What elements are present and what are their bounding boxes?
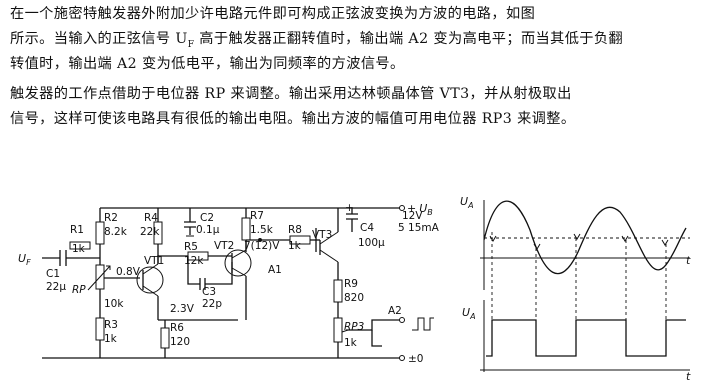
label-r2-value: 8.2k bbox=[104, 226, 128, 238]
label-r9: R9 bbox=[344, 278, 358, 290]
label-voltage-0-8: 0.8V bbox=[116, 266, 141, 278]
r1-resistor bbox=[69, 241, 91, 250]
label-rp3-value: 1k bbox=[344, 337, 358, 349]
label-c1: C1 bbox=[46, 268, 60, 280]
paragraph-2: 触发器的工作点借助于电位器 RP 来调整。输出采用达林顿晶体管 VT3，并从射极… bbox=[10, 82, 718, 132]
vt1-transistor bbox=[136, 266, 164, 294]
label-voltage-2-3: 2.3V bbox=[170, 303, 195, 315]
label-r8-value: 1k bbox=[288, 240, 302, 252]
circuit-diagram: R1 1k R2 8.2k C1 22μ RP 10k R3 1k UF 0.8… bbox=[18, 202, 440, 365]
label-r3-value: 1k bbox=[104, 333, 118, 345]
label-c1-value: 22μ bbox=[46, 281, 66, 293]
vt2-transistor bbox=[224, 249, 252, 277]
label-bottom-ua: UA bbox=[462, 306, 476, 321]
label-r6-value: 120 bbox=[170, 336, 190, 348]
label-supply-current: 5 15mA bbox=[398, 222, 440, 234]
paragraph-1: 在一个施密特触发器外附加少许电路元件即可构成正弦波变换为方波的电路，如图 所示。… bbox=[10, 2, 718, 77]
rp3-potentiometer bbox=[333, 317, 343, 343]
label-r1-value: 1k bbox=[72, 243, 86, 255]
label-c4-plus: + bbox=[345, 202, 354, 214]
r6-resistor bbox=[160, 327, 170, 349]
paragraph-1-line-1: 在一个施密特触发器外附加少许电路元件即可构成正弦波变换为方波的电路，如图 bbox=[10, 6, 536, 22]
paragraph-1-line-2: 所示。当输入的正弦信号 UF 高于触发器正翻转值时，输出端 A2 变为高电平；而… bbox=[10, 27, 718, 52]
label-r9-value: 820 bbox=[344, 292, 364, 304]
r9-resistor bbox=[333, 279, 343, 303]
line2-rest: 高于触发器正翻转值时，输出端 A2 变为高电平；而当其低于负翻 bbox=[194, 31, 624, 47]
square-wave bbox=[486, 319, 686, 357]
r7-resistor bbox=[241, 217, 251, 241]
label-r2: R2 bbox=[104, 212, 118, 224]
paragraph-1-line-3: 转值时，输出端 A2 变为低电平，输出为同频率的方波信号。 bbox=[10, 56, 405, 72]
uf-subscript: F bbox=[187, 39, 195, 50]
label-r4: R4 bbox=[144, 212, 158, 224]
output-terminal-a2 bbox=[399, 317, 405, 323]
label-r5-value: 12k bbox=[184, 255, 204, 267]
label-supply-voltage: 12V bbox=[402, 210, 423, 222]
label-vt2: VT2 bbox=[214, 240, 234, 252]
label-c3: C3 bbox=[202, 286, 216, 298]
label-vt3: VT3 bbox=[312, 229, 332, 241]
label-r8: R8 bbox=[288, 224, 302, 236]
label-a1: A1 bbox=[268, 264, 282, 276]
paragraph-2-line-2: 信号，这样可使该电路具有很低的输出电阻。输出方波的幅值可用电位器 RP3 来调整… bbox=[10, 111, 576, 127]
label-r7-value: 1.5k bbox=[250, 224, 274, 236]
r3-resistor bbox=[95, 317, 105, 341]
sine-wave bbox=[483, 200, 687, 275]
label-voltage-7: 7(12)V bbox=[244, 240, 280, 252]
supply-terminal bbox=[399, 205, 405, 211]
label-c2: C2 bbox=[200, 212, 214, 224]
label-r1: R1 bbox=[70, 224, 84, 236]
line2-text: 所示。当输入的正弦信号 U bbox=[10, 31, 188, 47]
label-r4-value: 22k bbox=[140, 226, 160, 238]
label-rp-value: 10k bbox=[104, 298, 124, 310]
label-c2-value: 0.1μ bbox=[196, 224, 220, 236]
label-vt1: VT1 bbox=[144, 255, 164, 267]
label-rp3: RP3 bbox=[344, 321, 364, 333]
label-rp: RP bbox=[72, 284, 86, 296]
label-c4-value: 100μ bbox=[358, 237, 385, 249]
label-r5: R5 bbox=[184, 241, 198, 253]
paragraph-2-line-1: 触发器的工作点借助于电位器 RP 来调整。输出采用达林顿晶体管 VT3，并从射极… bbox=[10, 86, 572, 102]
label-r3: R3 bbox=[104, 319, 118, 331]
label-c3-value: 22p bbox=[202, 298, 222, 310]
waveform-diagram: UA UA t t bbox=[460, 195, 691, 382]
label-r6: R6 bbox=[170, 322, 184, 334]
label-ub: +UB bbox=[407, 202, 433, 217]
node-a1 bbox=[258, 238, 262, 242]
label-r7: R7 bbox=[250, 210, 264, 222]
label-ground: ±0 bbox=[408, 353, 423, 365]
label-bottom-t: t bbox=[686, 370, 691, 382]
r2-resistor bbox=[95, 221, 105, 245]
label-a2: A2 bbox=[388, 305, 402, 317]
label-top-t: t bbox=[686, 254, 691, 267]
ground-terminal bbox=[399, 355, 405, 361]
label-top-ua: UA bbox=[460, 195, 474, 210]
label-c4: C4 bbox=[360, 222, 374, 234]
label-uf: UF bbox=[18, 252, 31, 267]
